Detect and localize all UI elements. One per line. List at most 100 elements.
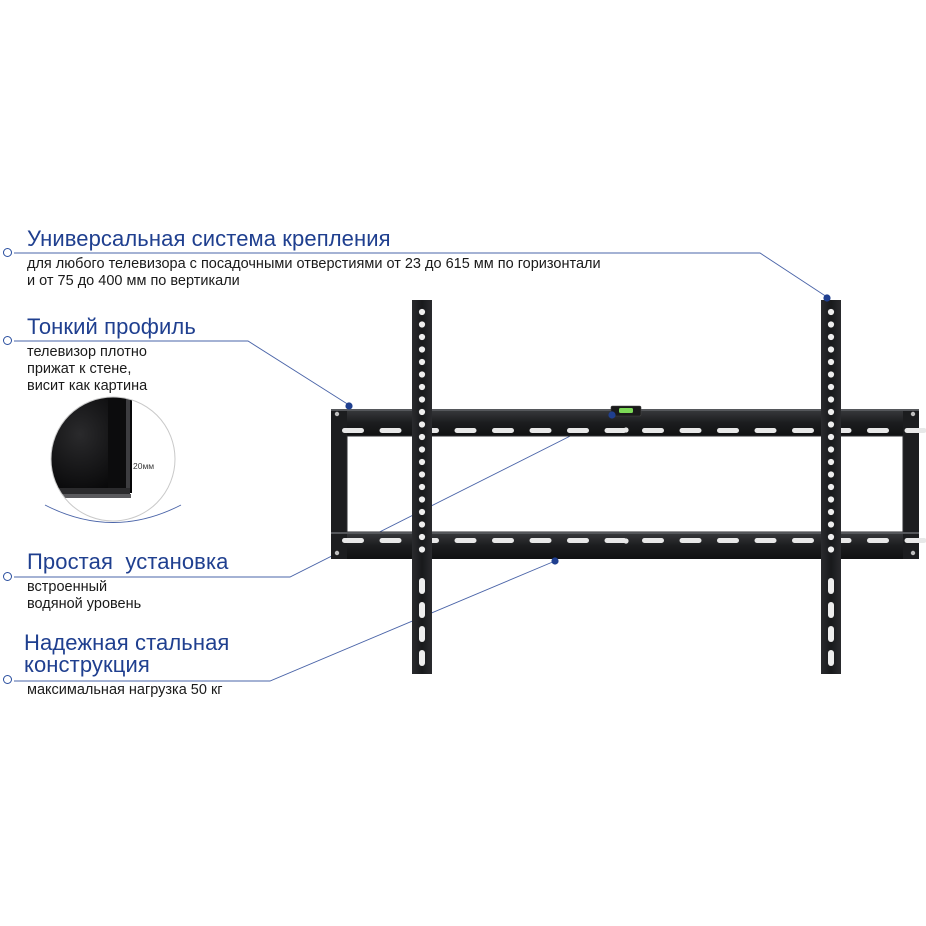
mounting-slot <box>904 428 926 433</box>
arm-hole <box>418 471 426 478</box>
arm-slot <box>828 650 834 666</box>
mounting-slot <box>679 428 702 433</box>
inset-thickness-label: 20мм <box>133 461 155 471</box>
mounting-slot <box>717 538 739 543</box>
feature-title-line: Надежная стальная <box>24 630 230 655</box>
arm-hole <box>827 321 835 328</box>
arm-hole <box>827 371 835 378</box>
bullet-steel <box>3 675 12 684</box>
mounting-slot <box>529 538 552 543</box>
arm-slot <box>828 578 834 594</box>
callout-dot-thin <box>345 402 353 410</box>
arm-hole <box>418 358 426 366</box>
feature-title: Простая установка <box>27 549 229 574</box>
mounting-slot <box>642 538 664 543</box>
arm-slot <box>419 578 425 594</box>
arm-hole <box>827 483 835 491</box>
callout-line-universal <box>14 252 828 298</box>
callout-dots <box>345 294 831 565</box>
mounting-slot <box>717 428 739 433</box>
mounting-slot <box>379 428 402 433</box>
feature-thin: Тонкий профиль <box>27 316 196 338</box>
arm-hole <box>418 458 426 466</box>
mounting-slot <box>867 538 889 543</box>
mounting-slot <box>754 538 777 543</box>
feature-desc-line: и от 75 до 400 мм по вертикали <box>27 273 240 289</box>
callout-lines <box>14 252 828 682</box>
arm-hole <box>827 521 835 528</box>
arm-hole <box>827 433 835 441</box>
arm-hole <box>418 371 426 378</box>
callout-line-inset <box>44 504 182 523</box>
callout-dot-steel <box>551 557 559 565</box>
feature-desc-line: телевизор плотно <box>27 344 147 360</box>
arm-hole <box>827 496 835 503</box>
arm-slot <box>828 626 834 642</box>
arm-hole <box>827 421 835 428</box>
arm-hole <box>418 321 426 328</box>
arm-hole <box>827 308 835 316</box>
feature-universal-desc: для любого телевизора с посадочными отве… <box>27 256 601 290</box>
arm-hole <box>418 546 426 553</box>
wall-bracket <box>331 300 926 674</box>
mounting-slot <box>454 538 477 543</box>
arm-hole <box>418 408 426 416</box>
arm-hole <box>418 308 426 316</box>
callout-line-install <box>14 414 613 578</box>
arm-hole <box>827 508 835 516</box>
callout-line-thin <box>14 340 350 406</box>
feature-desc-line: для любого телевизора с посадочными отве… <box>27 256 601 272</box>
mounting-slot <box>604 538 627 543</box>
arm-hole <box>418 383 426 391</box>
arm-hole <box>827 358 835 366</box>
arm-hole <box>418 433 426 441</box>
arm-hole <box>418 533 426 541</box>
arm-hole <box>418 421 426 428</box>
arm-hole <box>827 533 835 541</box>
feature-desc-line: встроенный <box>27 579 108 595</box>
arm-slot <box>828 602 834 618</box>
arm-slot <box>419 650 425 666</box>
feature-thin-desc: телевизор плотно прижат к стене, висит к… <box>27 344 147 395</box>
feature-desc-line: висит как картина <box>27 378 148 394</box>
mounting-slot <box>492 538 514 543</box>
thin-profile-inset <box>50 396 176 522</box>
arm-hole <box>418 446 426 453</box>
callout-dot-universal <box>823 294 831 302</box>
mounting-slot <box>867 428 889 433</box>
bullet-universal <box>3 248 12 257</box>
mounting-slot <box>642 428 664 433</box>
callout-dot-install <box>608 411 616 419</box>
arm-hole <box>827 383 835 391</box>
arm-hole <box>827 408 835 416</box>
bullet-install <box>3 572 12 581</box>
mounting-slot <box>904 538 926 543</box>
bullet-thin <box>3 336 12 345</box>
arm-hole <box>418 396 426 403</box>
arm-hole <box>827 396 835 403</box>
arm-hole <box>418 521 426 528</box>
feature-steel: Надежная стальная конструкция <box>24 632 229 676</box>
arm-hole <box>827 471 835 478</box>
mounting-slot <box>792 538 814 543</box>
vertical-arm-left <box>412 300 432 674</box>
mounting-slot <box>792 428 814 433</box>
bubble-level <box>610 405 642 417</box>
feature-install: Простая установка <box>27 551 229 573</box>
feature-universal: Универсальная система крепления <box>27 228 391 250</box>
feature-desc-line: водяной уровень <box>27 596 142 612</box>
mounting-slot <box>379 538 402 543</box>
feature-desc-line: прижат к стене, <box>27 361 132 377</box>
arm-hole <box>827 446 835 453</box>
mounting-slot <box>342 428 364 433</box>
arm-hole <box>827 546 835 553</box>
mounting-slot <box>529 428 552 433</box>
arm-hole <box>827 333 835 341</box>
mounting-slot <box>567 538 589 543</box>
arm-hole <box>418 483 426 491</box>
arm-hole <box>827 346 835 353</box>
mounting-slot <box>454 428 477 433</box>
feature-title-line: конструкция <box>24 652 150 677</box>
